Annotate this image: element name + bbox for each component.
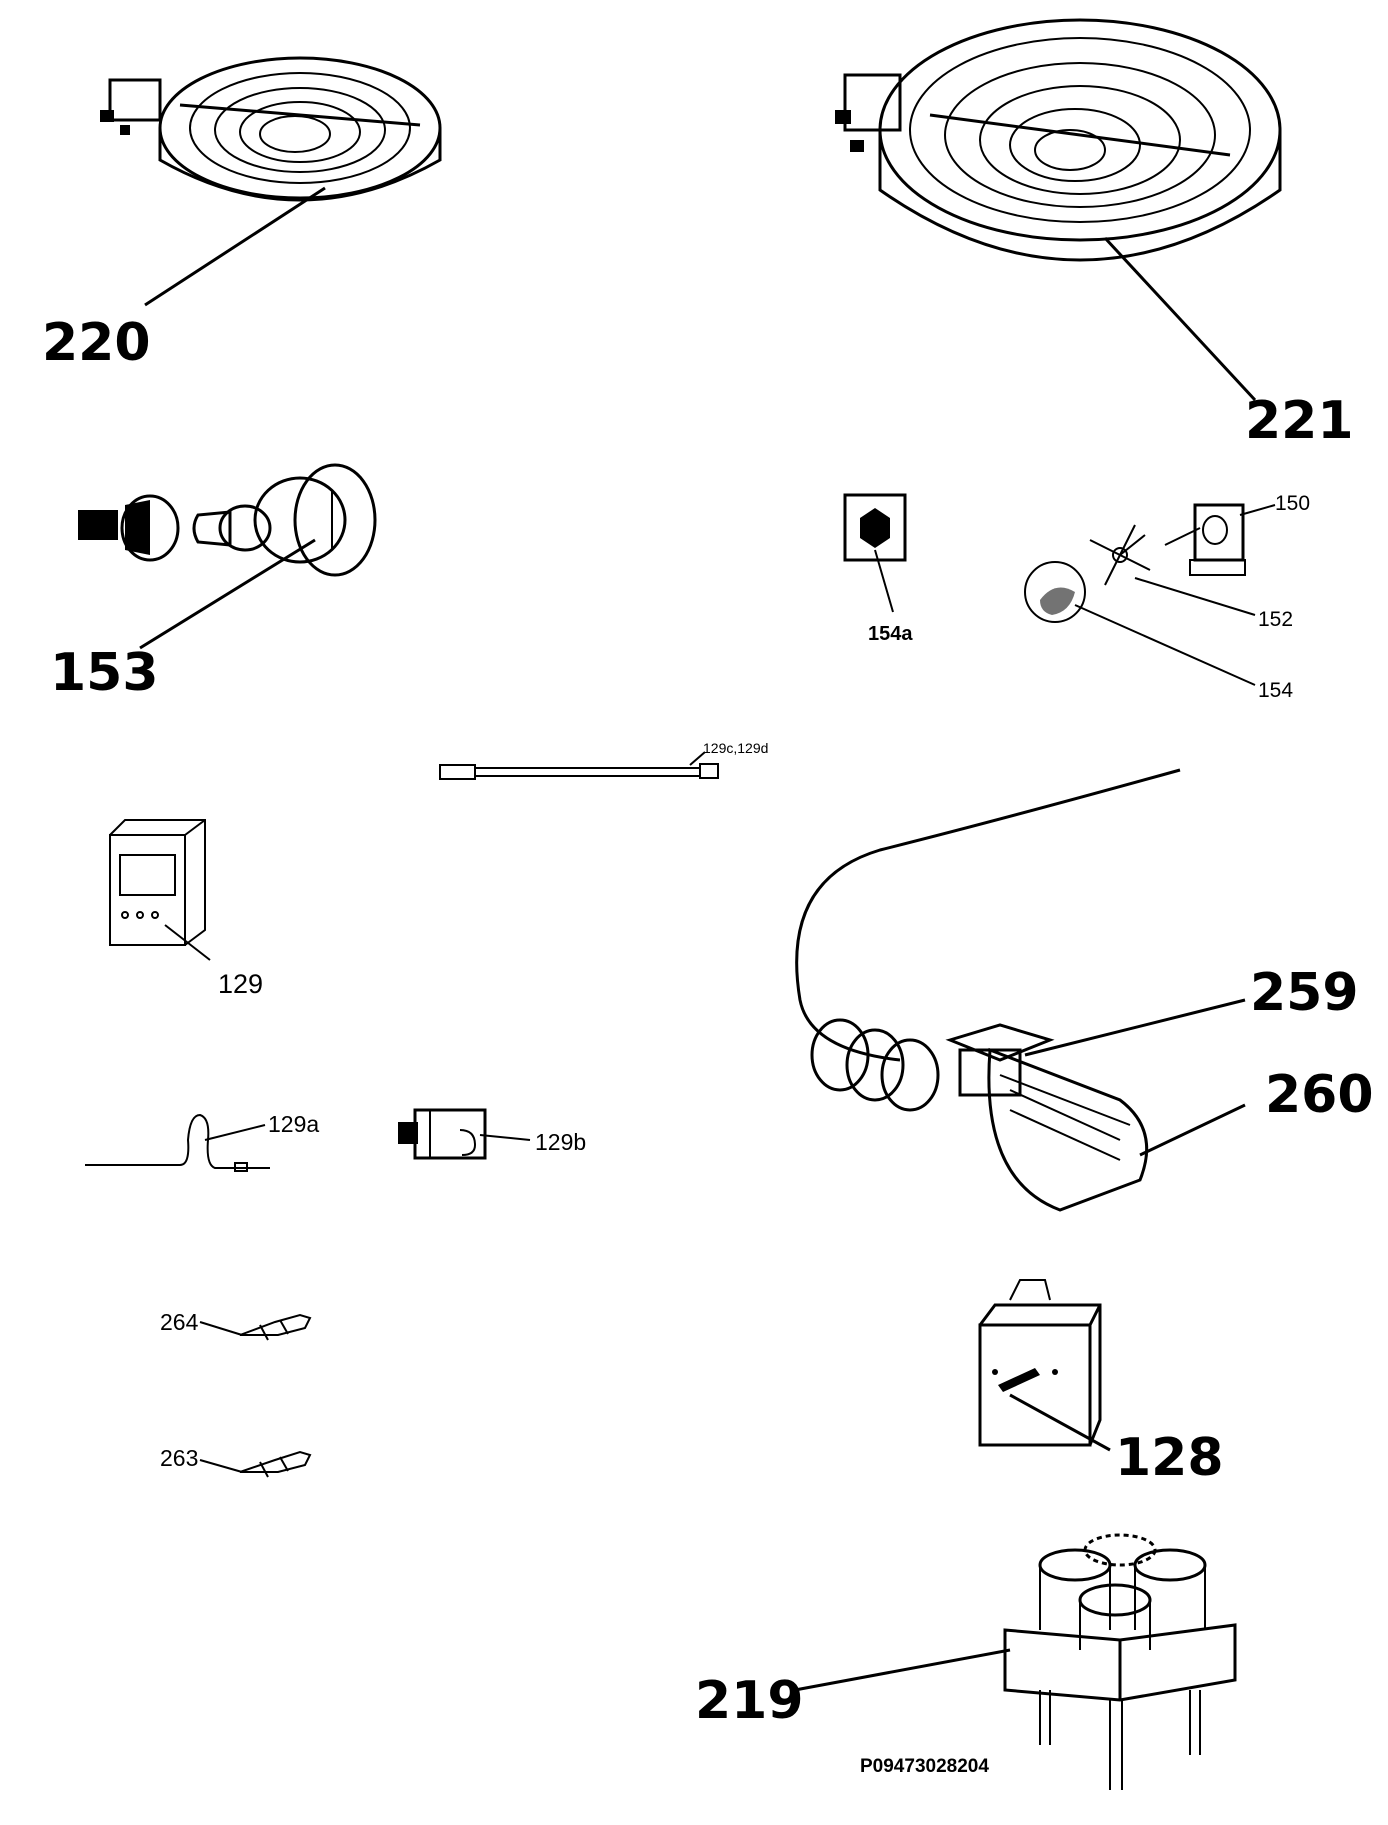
label-129cd: 129c,129d [703,740,768,756]
leader-220 [144,186,326,307]
label-221: 221 [1245,391,1354,451]
leader-129a [204,1124,266,1141]
part-152-fan-blade[interactable] [1089,524,1151,586]
part-129-electronic-timer[interactable] [109,819,206,946]
leader-129cd [689,751,706,766]
label-219: 219 [695,1671,804,1731]
part-263-connector[interactable] [239,1450,312,1478]
leader-264 [199,1321,243,1336]
label-154: 154 [1258,679,1293,702]
label-129b: 129b [535,1129,586,1155]
part-129a-sensor-wire[interactable] [85,1113,270,1172]
leader-221 [1103,236,1257,402]
leader-129b [479,1134,531,1141]
label-150: 150 [1275,492,1310,515]
part-154a-fan-cover[interactable] [843,493,907,562]
label-153: 153 [50,643,159,703]
part-129c-129d-sensor-probe[interactable] [439,763,719,780]
label-128: 128 [1115,1428,1224,1488]
label-264: 264 [160,1309,199,1335]
part-260-selector-switch[interactable] [987,1047,1149,1212]
part-153-oven-lamp[interactable] [78,463,377,577]
part-219-terminal-block[interactable] [1003,1533,1237,1790]
leader-128 [1009,1393,1111,1452]
part-128-energy-regulator[interactable] [978,1279,1102,1447]
leader-260 [1139,1103,1246,1157]
leader-219 [794,1648,1011,1692]
label-129: 129 [218,969,263,999]
label-263: 263 [160,1445,198,1471]
leader-150 [1239,504,1276,516]
leader-259 [1024,998,1246,1057]
drawing-code: P09473028204 [860,1756,989,1777]
leader-152 [1134,577,1256,616]
leader-154a [874,549,894,613]
part-150-fan-motor[interactable] [1164,503,1246,576]
part-220-heating-element-small[interactable] [100,56,442,202]
part-129b-sensor-connector[interactable] [398,1108,487,1160]
label-260: 260 [1265,1065,1374,1125]
label-259: 259 [1250,963,1359,1023]
leader-263 [199,1459,243,1473]
part-221-heating-element-large[interactable] [835,18,1282,262]
part-154-fan-grille[interactable] [1024,561,1086,623]
part-264-connector[interactable] [239,1313,312,1341]
leader-129 [164,924,211,961]
label-220: 220 [42,313,151,373]
label-154a: 154a [868,623,913,645]
label-152: 152 [1258,608,1293,631]
leader-153 [139,538,316,650]
leader-154 [1074,604,1256,686]
label-129a: 129a [268,1111,319,1137]
